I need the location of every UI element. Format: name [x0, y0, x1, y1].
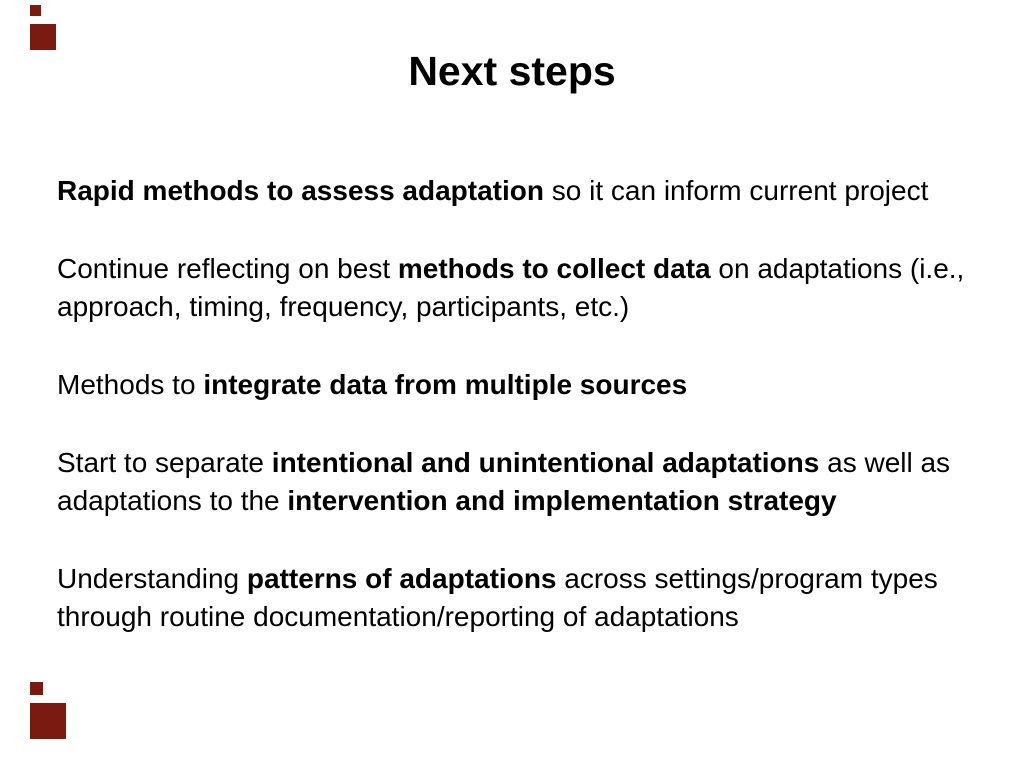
title-row: Next steps [0, 48, 1024, 95]
bold-text-segment: methods to collect data [397, 253, 711, 284]
bold-text-segment: intentional and unintentional adaptation… [271, 447, 820, 478]
text-segment: on adaptations (i.e., approach, timing, … [57, 253, 965, 322]
slide-body: Rapid methods to assess adaptation so it… [57, 172, 979, 676]
accent-square [30, 5, 41, 16]
bold-text-segment: integrate data from multiple sources [203, 369, 688, 400]
text-segment: Continue reflecting on best [57, 253, 398, 284]
text-segment: Methods to [57, 369, 204, 400]
accent-square [30, 24, 56, 50]
text-segment: Understanding [57, 563, 247, 594]
paragraph: Understanding patterns of adaptations ac… [57, 560, 979, 636]
bold-text-segment: intervention and implementation strategy [287, 485, 837, 516]
text-segment: as well as adaptations to the [57, 447, 951, 516]
paragraph: Continue reflecting on best methods to c… [57, 250, 979, 326]
paragraph: Methods to integrate data from multiple … [57, 366, 979, 404]
slide-title: Next steps [408, 48, 616, 94]
bold-text-segment: patterns of adaptations [246, 563, 557, 594]
bold-text-segment: Rapid methods to assess adaptation [57, 175, 544, 206]
accent-square [30, 682, 43, 695]
accent-square [30, 703, 66, 739]
text-segment: Start to separate [57, 447, 272, 478]
paragraph: Rapid methods to assess adaptation so it… [57, 172, 979, 210]
text-segment: across settings/program types through ro… [57, 563, 938, 632]
text-segment: so it can inform current project [544, 175, 929, 206]
paragraph: Start to separate intentional and uninte… [57, 444, 979, 520]
